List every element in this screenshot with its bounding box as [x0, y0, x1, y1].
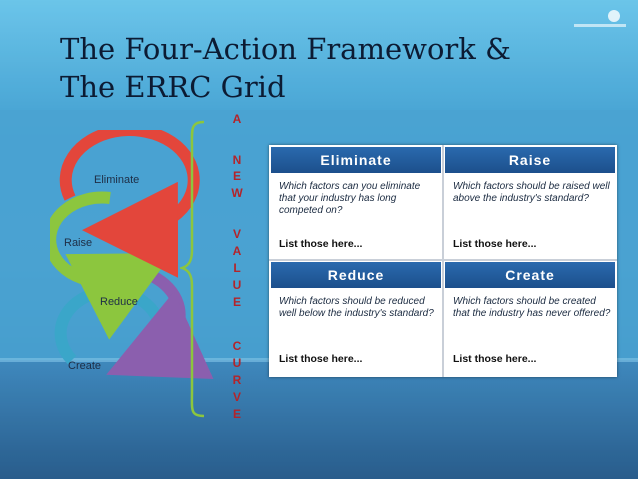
grid-list-create: List those here... [453, 353, 537, 365]
page-title-line-2: The ERRC Grid [60, 70, 286, 104]
vertical-letter: N [232, 153, 242, 167]
grid-list-raise: List those here... [453, 238, 537, 250]
cycle-label-create: Create [68, 360, 102, 372]
grid-cell-create: Create Which factors should be created t… [445, 262, 615, 373]
errc-grid: Eliminate Which factors can you eliminat… [269, 145, 617, 377]
vertical-letter: A [232, 244, 242, 258]
bracket-left [180, 120, 205, 418]
vertical-letter: L [233, 261, 241, 275]
vertical-letter: C [232, 339, 242, 353]
grid-divider-vertical [442, 145, 444, 377]
cycle-label-reduce: Reduce [100, 296, 138, 308]
vertical-letter: E [232, 169, 241, 183]
cycle-label-raise: Raise [64, 237, 93, 249]
vertical-letter: E [232, 295, 241, 309]
grid-cell-raise: Raise Which factors should be raised wel… [445, 147, 615, 258]
grid-header-create: Create [445, 262, 615, 288]
grid-header-reduce: Reduce [271, 262, 441, 288]
grid-list-eliminate: List those here... [279, 238, 363, 250]
vertical-letter: E [232, 407, 241, 421]
cycle-label-eliminate: Eliminate [94, 174, 140, 186]
vertical-letter: R [232, 373, 242, 387]
four-action-cycle [50, 130, 214, 379]
grid-question-eliminate: Which factors can you eliminate that you… [279, 181, 421, 216]
vertical-letter: W [231, 186, 243, 200]
vertical-letter: V [232, 227, 241, 241]
eliminate-arc [59, 130, 200, 278]
logo-icon [574, 10, 626, 27]
grid-cell-eliminate: Eliminate Which factors can you eliminat… [271, 147, 441, 258]
vertical-letter: A [232, 112, 242, 126]
grid-divider-horizontal [269, 259, 617, 261]
raise-arc [50, 191, 173, 340]
vertical-letter: U [232, 356, 242, 370]
page-title-line-1: The Four-Action Framework & [60, 32, 511, 66]
grid-header-eliminate: Eliminate [271, 147, 441, 173]
vertical-letter: V [232, 390, 241, 404]
grid-header-raise: Raise [445, 147, 615, 173]
grid-list-reduce: List those here... [279, 353, 363, 365]
grid-question-reduce: Which factors should be reduced well bel… [279, 296, 434, 319]
grid-cell-reduce: Reduce Which factors should be reduced w… [271, 262, 441, 373]
vertical-letter: U [232, 278, 242, 292]
grid-question-raise: Which factors should be raised well abov… [453, 181, 610, 204]
grid-question-create: Which factors should be created that the… [453, 296, 611, 319]
